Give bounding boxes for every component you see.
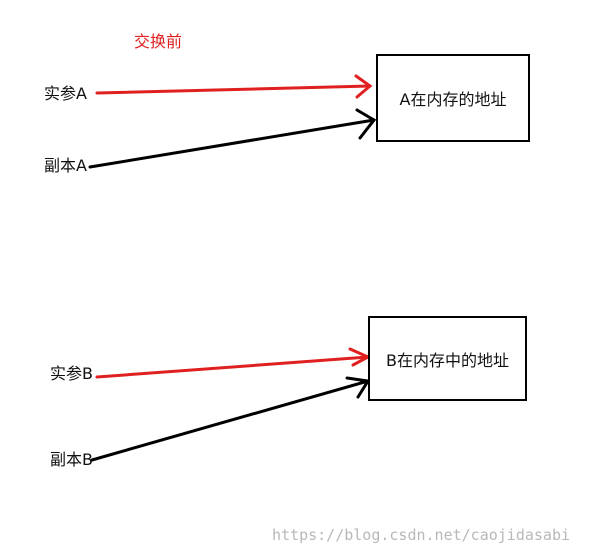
arrow-arg-a — [95, 74, 373, 99]
label-copy-a: 副本A — [44, 156, 87, 175]
arrow-copy-b — [90, 376, 371, 462]
arrow-copy-a — [88, 108, 377, 169]
arrow-arg-b — [95, 347, 372, 379]
label-arg-b: 实参B — [50, 364, 93, 383]
watermark: https://blog.csdn.net/caojidasabi — [272, 526, 571, 544]
memory-box-a-label: A在内存的地址 — [399, 90, 507, 109]
memory-box-a: A在内存的地址 — [376, 54, 530, 142]
label-arg-a: 实参A — [44, 84, 87, 103]
memory-box-b: B在内存中的地址 — [368, 316, 527, 401]
memory-box-b-label: B在内存中的地址 — [386, 350, 509, 370]
label-copy-b: 副本B — [50, 450, 93, 469]
diagram-title: 交换前 — [134, 32, 183, 51]
